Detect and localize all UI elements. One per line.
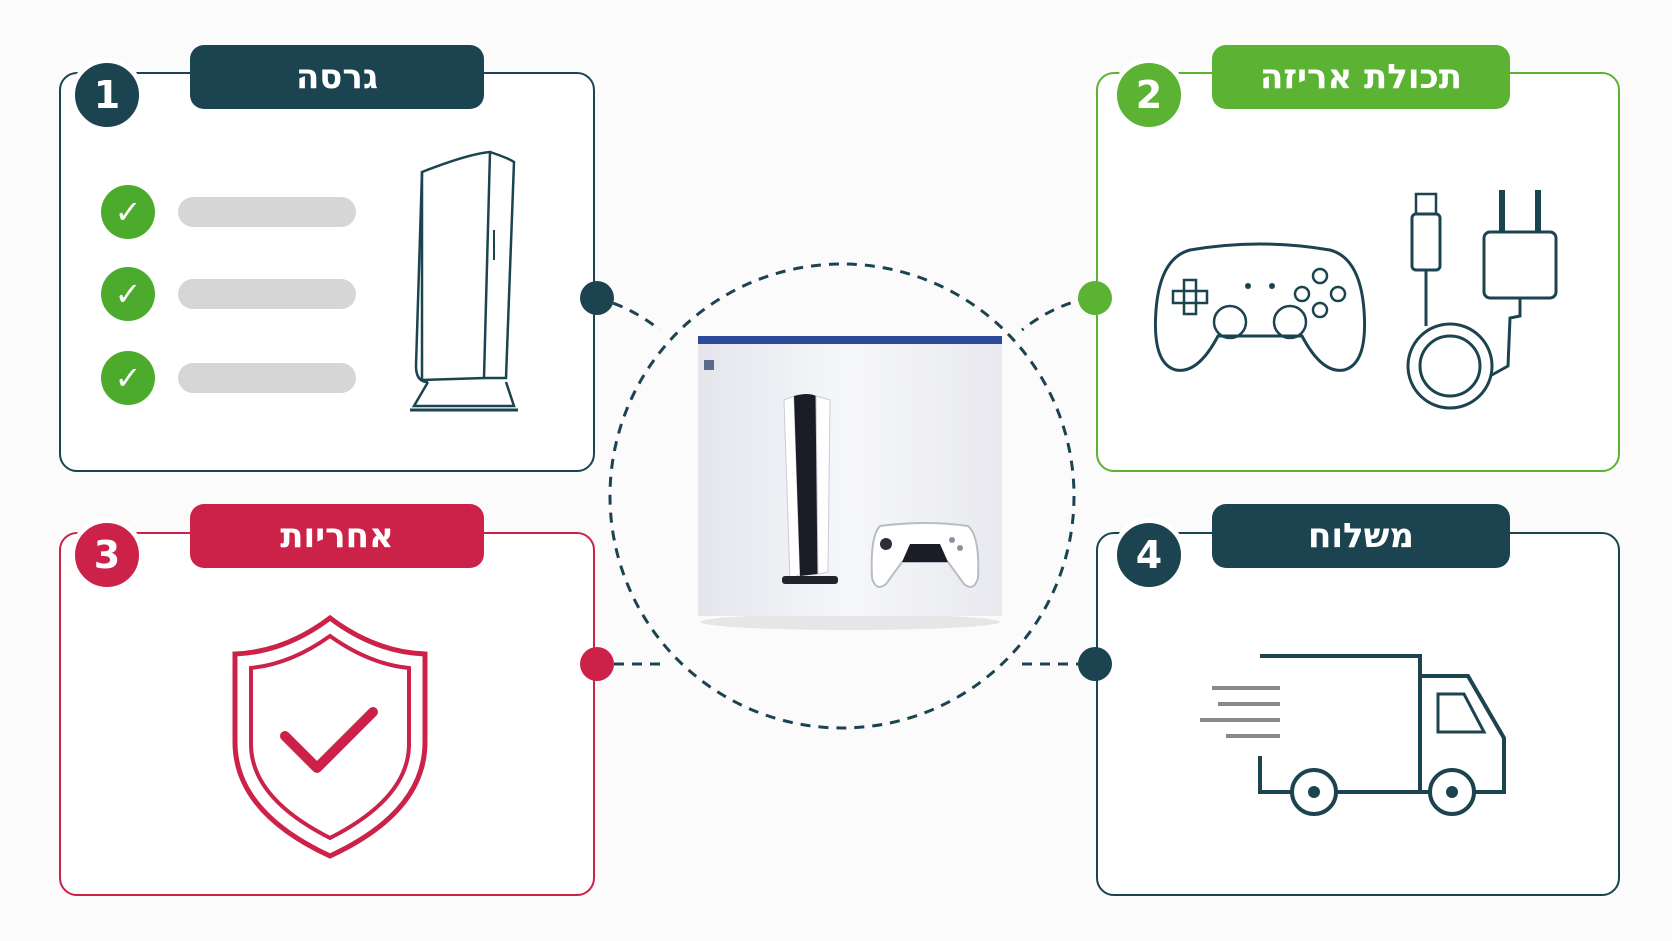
console-box-image [698,336,1002,630]
shield-check-icon [232,614,428,859]
section-title-warranty: אחריות [190,504,484,568]
section-number-4: 4 [1112,518,1186,592]
connector-dot-2 [1078,281,1112,315]
center-dashed-circle [608,262,1076,730]
section-title-package-contents: תכולת אריזה [1212,45,1510,109]
placeholder-bar [178,363,356,393]
console-icon [410,150,518,412]
placeholder-bar [178,197,356,227]
placeholder-bar [178,279,356,309]
connector-dot-1 [580,281,614,315]
section-number-3: 3 [70,518,144,592]
panel-package-contents [1096,72,1620,472]
section-title-version: גרסה [190,45,484,109]
check-icon: ✓ [101,267,155,321]
game-controller-icon [1153,242,1367,372]
check-icon: ✓ [101,351,155,405]
delivery-truck-icon [1200,654,1506,816]
connector-dot-3 [580,647,614,681]
section-number-1: 1 [70,58,144,132]
check-icon: ✓ [101,185,155,239]
connector-dot-4 [1078,647,1112,681]
section-title-shipping: משלוח [1212,504,1510,568]
charger-cable-icon [1406,190,1558,410]
panel-shipping [1096,532,1620,896]
section-number-2: 2 [1112,58,1186,132]
